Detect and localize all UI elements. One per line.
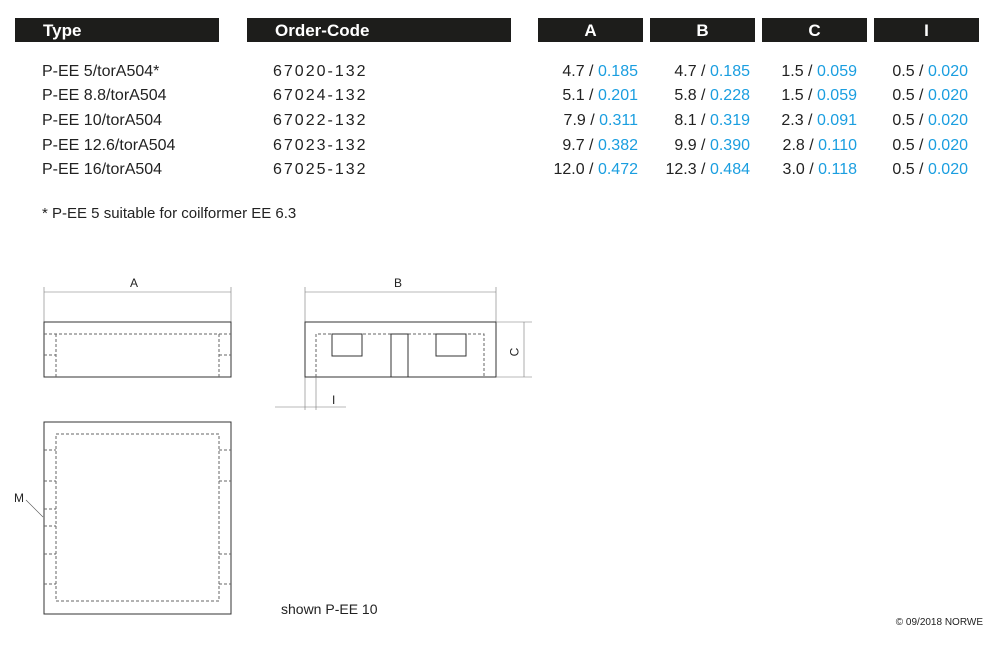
dim-c-cell: 1.5 / 0.059 xyxy=(781,87,857,104)
copyright: © 09/2018 NORWE xyxy=(895,617,983,628)
inch-value: 0.185 xyxy=(597,63,638,80)
inch-value: 0.484 xyxy=(709,161,750,178)
inch-value: 0.319 xyxy=(709,112,750,129)
dim-b-cell: 12.3 / 0.484 xyxy=(665,161,750,178)
mm-value: 0.5 xyxy=(892,137,915,154)
inch-value: 0.110 xyxy=(818,137,857,154)
inch-value: 0.059 xyxy=(816,87,857,104)
inch-value: 0.201 xyxy=(597,87,638,104)
mm-value: 12.0 xyxy=(553,161,585,178)
header-i: I xyxy=(874,18,979,42)
mm-value: 4.7 xyxy=(562,63,585,80)
mm-value: 12.3 xyxy=(665,161,697,178)
mm-value: 4.7 xyxy=(674,63,697,80)
order-code-cell: 67020-132 xyxy=(273,63,368,80)
mm-value: 8.1 xyxy=(674,112,697,129)
dim-a-cell: 12.0 / 0.472 xyxy=(553,161,638,178)
dim-i-cell: 0.5 / 0.020 xyxy=(892,63,968,80)
mm-value: 3.0 xyxy=(782,161,805,178)
mm-value: 9.7 xyxy=(562,137,585,154)
mm-value: 9.9 xyxy=(674,137,697,154)
mm-value: 0.5 xyxy=(892,63,915,80)
inch-value: 0.185 xyxy=(709,63,750,80)
type-cell: P-EE 12.6/torA504 xyxy=(42,137,176,154)
dim-a-cell: 5.1 / 0.201 xyxy=(562,87,638,104)
inch-value: 0.020 xyxy=(927,112,968,129)
inch-value: 0.390 xyxy=(709,137,750,154)
order-code-cell: 67022-132 xyxy=(273,112,368,129)
mm-value: 2.3 xyxy=(781,112,804,129)
dim-a-cell: 9.7 / 0.382 xyxy=(562,137,638,154)
mm-value: 0.5 xyxy=(892,87,915,104)
inch-value: 0.311 xyxy=(599,112,638,129)
dimension-label-c: C xyxy=(507,347,522,357)
header-order-code: Order-Code xyxy=(247,18,511,42)
dim-b-cell: 5.8 / 0.228 xyxy=(674,87,750,104)
inch-value: 0.228 xyxy=(709,87,750,104)
dim-i-cell: 0.5 / 0.020 xyxy=(892,87,968,104)
type-cell: P-EE 8.8/torA504 xyxy=(42,87,167,104)
inch-value: 0.118 xyxy=(818,161,857,178)
order-code-cell: 67023-132 xyxy=(273,137,368,154)
type-cell: P-EE 16/torA504 xyxy=(42,161,163,178)
label-m: M xyxy=(14,491,24,505)
order-code-cell: 67024-132 xyxy=(273,87,368,104)
dim-i-cell: 0.5 / 0.020 xyxy=(892,161,968,178)
side-view xyxy=(275,287,532,410)
type-cell: P-EE 5/torA504* xyxy=(42,63,160,80)
header-b: B xyxy=(650,18,755,42)
dim-i-cell: 0.5 / 0.020 xyxy=(892,137,968,154)
mm-value: 7.9 xyxy=(563,112,586,129)
inch-value: 0.382 xyxy=(597,137,638,154)
dim-b-cell: 8.1 / 0.319 xyxy=(674,112,750,129)
inch-value: 0.020 xyxy=(927,161,968,178)
header-c: C xyxy=(762,18,867,42)
footnote: * P-EE 5 suitable for coilformer EE 6.3 xyxy=(42,205,297,222)
inch-value: 0.472 xyxy=(597,161,638,178)
drawing-caption: shown P-EE 10 xyxy=(281,601,378,617)
header-a: A xyxy=(538,18,643,42)
inch-value: 0.020 xyxy=(927,87,968,104)
mm-value: 1.5 xyxy=(781,87,804,104)
mm-value: 2.8 xyxy=(782,137,805,154)
mm-value: 5.1 xyxy=(562,87,585,104)
mm-value: 0.5 xyxy=(892,112,915,129)
dim-c-cell: 1.5 / 0.059 xyxy=(781,63,857,80)
dimension-label-b: B xyxy=(394,276,403,290)
dim-a-cell: 7.9 / 0.311 xyxy=(563,112,638,129)
inch-value: 0.020 xyxy=(927,63,968,80)
dim-c-cell: 2.3 / 0.091 xyxy=(781,112,857,129)
dimension-label-i: I xyxy=(332,393,336,407)
header-type: Type xyxy=(15,18,219,42)
type-cell: P-EE 10/torA504 xyxy=(42,112,163,129)
dim-c-cell: 3.0 / 0.118 xyxy=(782,161,857,178)
mm-value: 5.8 xyxy=(674,87,697,104)
front-view xyxy=(43,287,232,378)
dim-c-cell: 2.8 / 0.110 xyxy=(782,137,857,154)
dim-b-cell: 4.7 / 0.185 xyxy=(674,63,750,80)
inch-value: 0.059 xyxy=(816,63,857,80)
mm-value: 0.5 xyxy=(892,161,915,178)
order-code-cell: 67025-132 xyxy=(273,161,368,178)
top-view xyxy=(25,421,232,615)
dim-i-cell: 0.5 / 0.020 xyxy=(892,112,968,129)
inch-value: 0.020 xyxy=(927,137,968,154)
mm-value: 1.5 xyxy=(781,63,804,80)
dim-a-cell: 4.7 / 0.185 xyxy=(562,63,638,80)
dim-b-cell: 9.9 / 0.390 xyxy=(674,137,750,154)
inch-value: 0.091 xyxy=(816,112,857,129)
dimension-label-a: A xyxy=(130,276,139,290)
